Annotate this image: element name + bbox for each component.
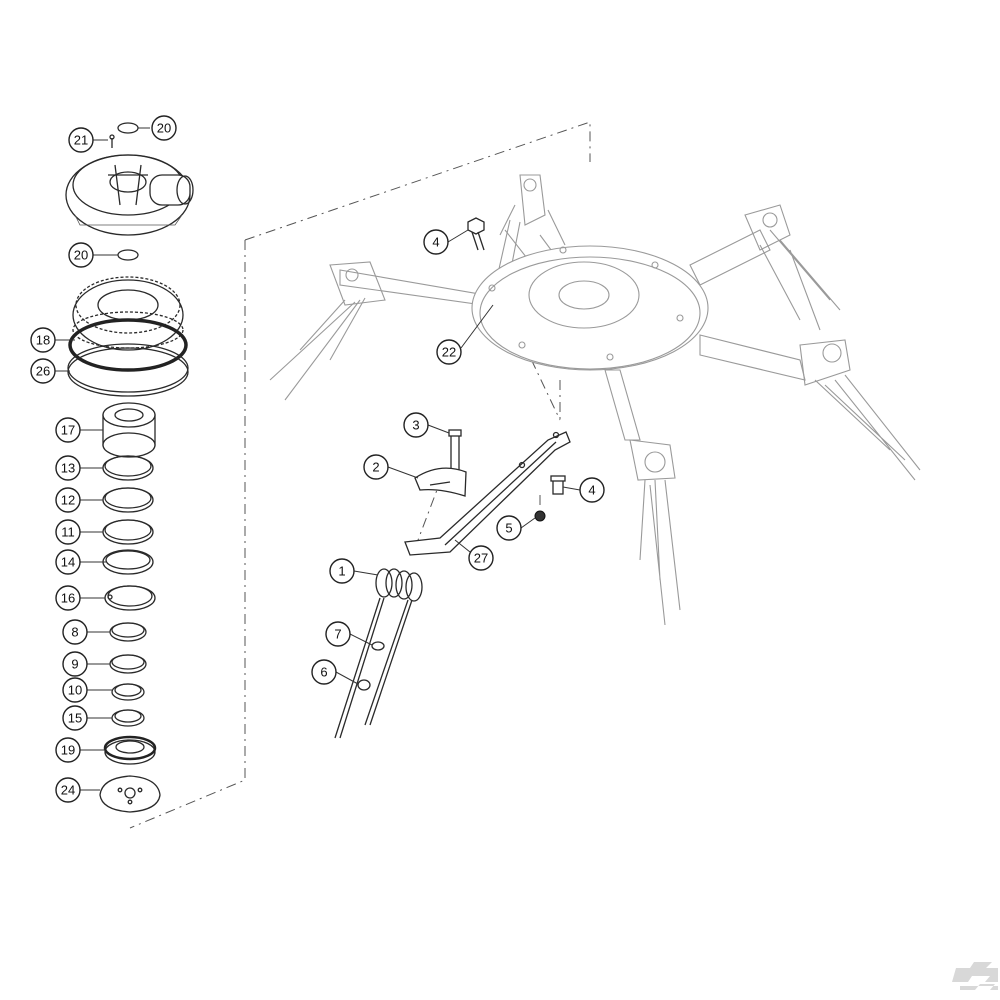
- svg-text:5: 5: [505, 521, 512, 536]
- svg-text:18: 18: [36, 333, 50, 348]
- callout-1: 1: [329, 558, 355, 584]
- callout-7: 7: [325, 621, 351, 647]
- gearbox-housing: [65, 154, 194, 236]
- svg-text:15: 15: [68, 711, 82, 726]
- svg-text:4: 4: [588, 483, 595, 498]
- callout-4-top: 4: [423, 229, 449, 255]
- svg-text:17: 17: [61, 423, 75, 438]
- svg-text:4: 4: [432, 235, 439, 250]
- svg-text:16: 16: [61, 591, 75, 606]
- callout-21: 21: [68, 127, 94, 153]
- callout-3: 3: [403, 412, 429, 438]
- ring-9: [109, 654, 147, 674]
- pin-21: [109, 134, 115, 148]
- callout-22: 22: [436, 339, 462, 365]
- svg-text:21: 21: [74, 133, 88, 148]
- svg-text:11: 11: [61, 525, 75, 540]
- callout-20-top: 20: [151, 115, 177, 141]
- svg-text:26: 26: [36, 364, 50, 379]
- callout-26: 26: [30, 358, 56, 384]
- bolt-4-right: [550, 475, 566, 495]
- svg-text:27: 27: [474, 551, 488, 566]
- bracket-27: [404, 431, 571, 556]
- callout-12: 12: [55, 487, 81, 513]
- callout-6: 6: [311, 659, 337, 685]
- sleeve-6: [357, 679, 371, 691]
- callout-11: 11: [55, 519, 81, 545]
- callout-10: 10: [62, 677, 88, 703]
- ring-8: [109, 622, 147, 642]
- nut-5: [534, 510, 546, 522]
- clamp-2: [414, 467, 467, 497]
- svg-text:19: 19: [61, 743, 75, 758]
- callout-17: 17: [55, 417, 81, 443]
- circlip-15: [111, 709, 145, 727]
- bolt-4-top: [467, 217, 485, 251]
- circlip-16: [104, 585, 156, 611]
- svg-text:13: 13: [61, 461, 75, 476]
- ring-12: [102, 487, 154, 513]
- callout-5: 5: [496, 515, 522, 541]
- svg-text:3: 3: [412, 418, 419, 433]
- kramp-logo-icon: [952, 962, 998, 990]
- svg-text:22: 22: [442, 345, 456, 360]
- callout-15: 15: [62, 705, 88, 731]
- leader-lines: [55, 127, 581, 791]
- svg-text:7: 7: [334, 627, 341, 642]
- crown-gear: [72, 276, 184, 351]
- callout-27: 27: [468, 545, 494, 571]
- svg-text:6: 6: [320, 665, 327, 680]
- callout-8: 8: [62, 619, 88, 645]
- ring-14: [102, 549, 154, 575]
- ring-13: [102, 455, 154, 481]
- callout-24: 24: [55, 777, 81, 803]
- ring-10: [111, 683, 145, 701]
- callout-19: 19: [55, 737, 81, 763]
- callout-13: 13: [55, 455, 81, 481]
- oring-20-top: [117, 122, 139, 134]
- rotor-arms-ghost: [269, 174, 921, 626]
- ring-11: [102, 519, 154, 545]
- svg-text:20: 20: [157, 121, 171, 136]
- svg-text:24: 24: [61, 783, 75, 798]
- bearing-17: [102, 402, 156, 458]
- callout-14: 14: [55, 549, 81, 575]
- svg-text:1: 1: [338, 564, 345, 579]
- callout-16: 16: [55, 585, 81, 611]
- svg-text:12: 12: [61, 493, 75, 508]
- svg-text:2: 2: [372, 460, 379, 475]
- svg-text:8: 8: [71, 625, 78, 640]
- ring-26: [67, 343, 189, 397]
- svg-text:14: 14: [61, 555, 75, 570]
- ring-18: [68, 318, 188, 372]
- callout-18: 18: [30, 327, 56, 353]
- seal-19: [103, 735, 157, 765]
- callout-20-bottom: 20: [68, 242, 94, 268]
- svg-text:20: 20: [74, 248, 88, 263]
- callout-9: 9: [62, 651, 88, 677]
- svg-text:10: 10: [68, 683, 82, 698]
- spring-tine-1: [334, 568, 423, 739]
- callout-2: 2: [363, 454, 389, 480]
- svg-text:9: 9: [71, 657, 78, 672]
- cap-24: [99, 775, 161, 813]
- oring-20-bottom: [117, 249, 139, 261]
- callout-4-right: 4: [579, 477, 605, 503]
- sleeve-7: [371, 641, 385, 651]
